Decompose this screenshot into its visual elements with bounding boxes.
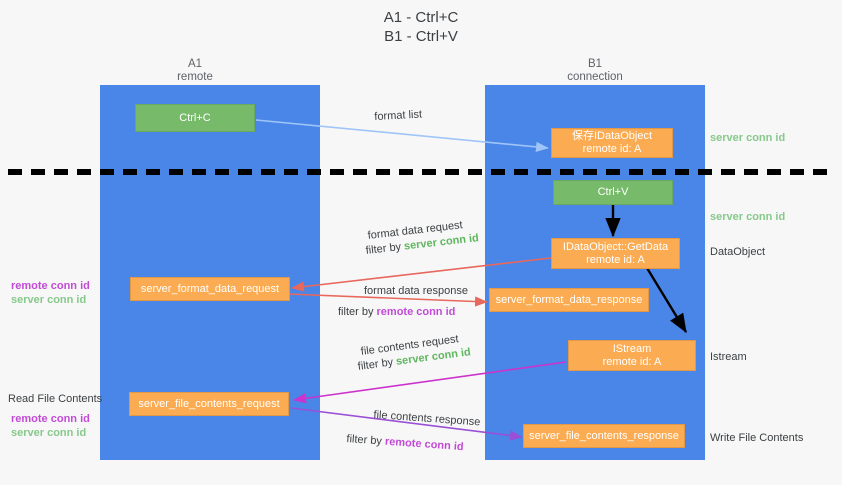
node-server-file-contents-response-label: server_file_contents_response	[529, 429, 679, 442]
lane-a1-sub: remote	[177, 71, 213, 83]
right-label-server-conn-id-mid: server conn id	[710, 210, 785, 224]
filter-key-remote-conn-id-1: remote conn id	[376, 306, 456, 318]
node-save-dataobject-line2: remote id: A	[582, 143, 642, 155]
node-ctrl-v[interactable]: Ctrl+V	[553, 180, 673, 205]
diagram-title: A1 - Ctrl+C B1 - Ctrl+V	[0, 8, 842, 46]
node-istream[interactable]: IStream remote id: A	[568, 340, 696, 371]
node-server-file-contents-request-label: server_file_contents_request	[138, 397, 280, 410]
node-getdata[interactable]: IDataObject::GetData remote id: A	[551, 238, 680, 269]
edge-label-format-data-response-filter: filter by remote conn id	[338, 305, 455, 319]
filter-prefix-3: filter by	[357, 355, 397, 373]
node-server-format-data-response[interactable]: server_format_data_response	[489, 288, 649, 312]
node-ctrl-v-label: Ctrl+V	[597, 186, 629, 198]
left-label-read-file-contents: Read File Contents	[8, 393, 103, 405]
filter-prefix-4: filter by	[346, 432, 386, 448]
lane-header-a1: A1 remote	[120, 58, 270, 84]
filter-prefix-1: filter by	[365, 240, 405, 257]
left-label-file-server-conn-id: server conn id	[11, 427, 87, 439]
title-line-2: B1 - Ctrl+V	[384, 28, 458, 45]
node-istream-line1: IStream	[612, 342, 652, 355]
right-label-server-conn-id-top: server conn id	[710, 131, 785, 145]
right-label-istream: Istream	[710, 351, 747, 363]
edge-label-format-list: format list	[374, 108, 423, 123]
right-label-write-file-contents: Write File Contents	[710, 432, 804, 444]
lane-header-b1: B1 connection	[520, 58, 670, 84]
filter-prefix-2: filter by	[338, 306, 377, 318]
edge-label-file-contents-response: file contents response	[373, 408, 481, 429]
left-label-format-conn-ids: remote conn id server conn id	[11, 279, 90, 307]
left-label-format-remote-conn-id: remote conn id	[11, 280, 90, 292]
lane-b1-sub: connection	[567, 71, 623, 83]
edge-label-format-data-response: format data response	[364, 285, 468, 297]
left-label-format-server-conn-id: server conn id	[11, 294, 87, 306]
node-getdata-line2: remote id: A	[586, 253, 645, 266]
node-getdata-line1: IDataObject::GetData	[562, 240, 669, 253]
node-server-file-contents-request[interactable]: server_file_contents_request	[129, 392, 289, 416]
node-server-file-contents-response[interactable]: server_file_contents_response	[523, 424, 685, 448]
node-server-format-data-response-label: server_format_data_response	[495, 293, 643, 306]
left-label-file-remote-conn-id: remote conn id	[11, 413, 90, 425]
node-save-dataobject[interactable]: 保存IDataObject remote id: A	[551, 128, 673, 158]
lane-a1-name: A1	[187, 58, 203, 70]
left-label-file-conn-ids: remote conn id server conn id	[11, 412, 90, 440]
edge-label-file-contents-response-filter: filter by remote conn id	[346, 432, 464, 454]
node-ctrl-c-label: Ctrl+C	[179, 111, 211, 124]
node-save-dataobject-line1: 保存IDataObject	[571, 130, 653, 142]
right-label-server-conn-id-top-text: server conn id	[710, 132, 786, 144]
title-line-1: A1 - Ctrl+C	[383, 9, 459, 26]
lane-b1-name: B1	[587, 58, 603, 70]
node-istream-line2: remote id: A	[602, 355, 662, 368]
right-label-dataobject: DataObject	[710, 246, 766, 258]
filter-key-remote-conn-id-2: remote conn id	[384, 435, 465, 454]
node-ctrl-c[interactable]: Ctrl+C	[135, 104, 255, 132]
right-label-server-conn-id-mid-text: server conn id	[710, 211, 786, 223]
node-server-format-data-request[interactable]: server_format_data_request	[130, 277, 290, 301]
node-server-format-data-request-label: server_format_data_request	[140, 282, 280, 295]
